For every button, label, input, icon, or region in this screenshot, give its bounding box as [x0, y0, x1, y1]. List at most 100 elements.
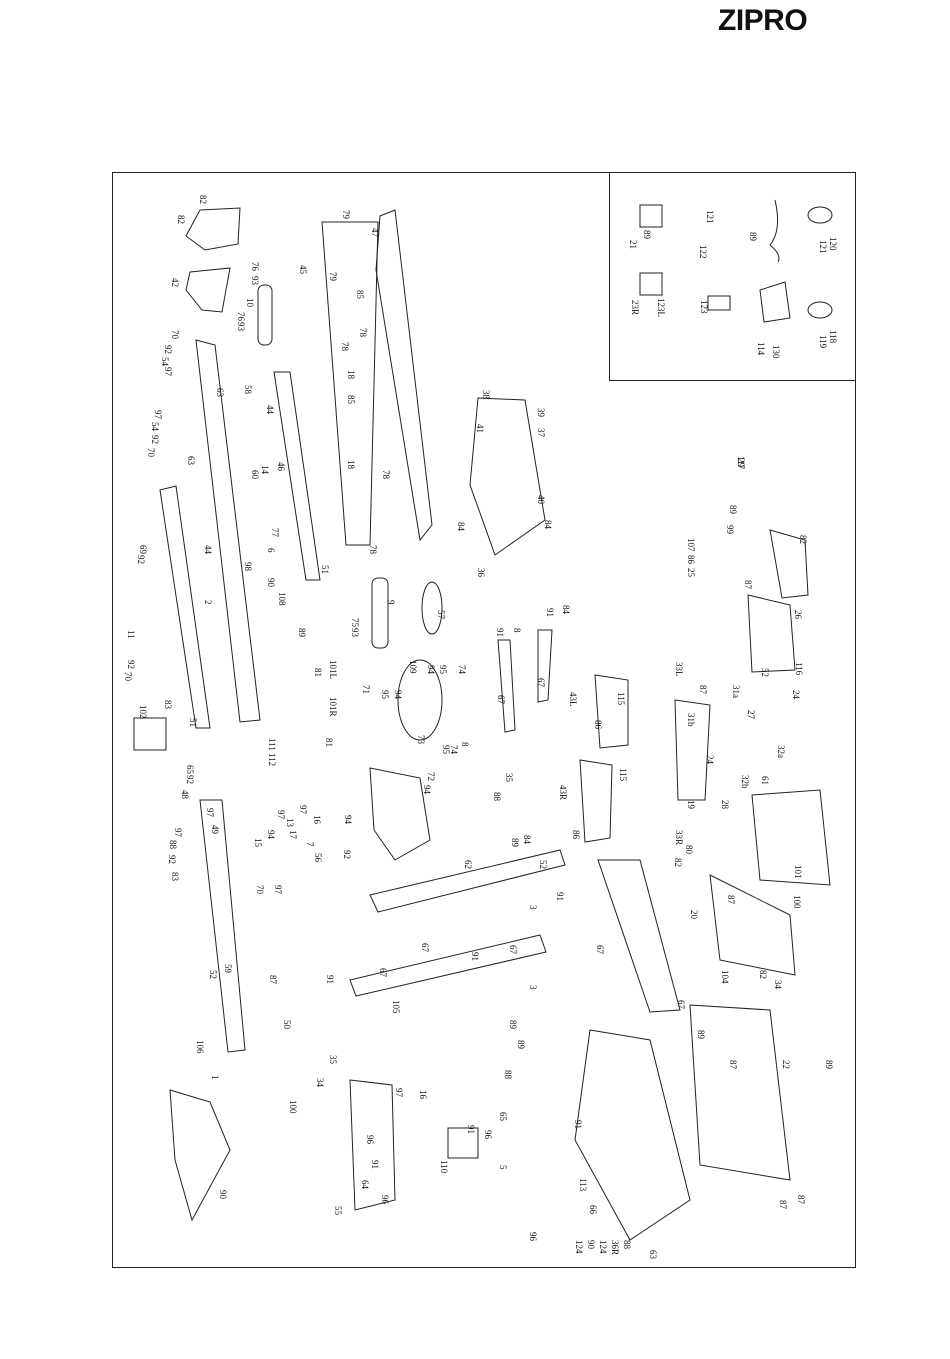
- part-number-label: 51: [188, 718, 198, 727]
- part-number-label: 32b: [740, 775, 750, 789]
- part-number-label: 95: [438, 665, 448, 675]
- part-shape: [747, 594, 796, 673]
- part-number-label: 102: [138, 705, 148, 719]
- part-number-label: 78: [340, 342, 350, 352]
- part-number-label: 3: [528, 985, 538, 990]
- part-number-label: 67: [676, 1000, 686, 1010]
- part-number-label: 50: [282, 1020, 292, 1030]
- part-shape: [349, 1079, 396, 1211]
- part-number-label: 35: [328, 1055, 338, 1065]
- part-number-label: 91: [325, 975, 335, 984]
- part-number-label: 104: [720, 970, 730, 984]
- part-number-label: 121: [818, 240, 828, 254]
- part-number-label: 23R: [630, 300, 640, 315]
- part-number-label: 101L: [328, 660, 338, 679]
- part-number-label: 48: [180, 790, 190, 800]
- part-number-label: 88: [503, 1070, 513, 1080]
- part-number-label: 82: [673, 858, 683, 867]
- part-number-label: 112: [267, 753, 277, 766]
- part-number-label: 74: [449, 745, 459, 755]
- part-number-label: 83: [170, 872, 180, 882]
- part-number-label: 87: [726, 895, 736, 905]
- part-number-label: 82: [176, 215, 186, 224]
- part-number-label: 97: [394, 1088, 404, 1098]
- part-number-label: 82: [798, 535, 808, 544]
- part-number-label: 63: [215, 388, 225, 398]
- part-number-label: 81: [313, 668, 323, 677]
- part-number-label: 35: [504, 773, 514, 783]
- part-number-label: 40: [536, 495, 546, 505]
- part-number-label: 34: [315, 1078, 325, 1088]
- part-number-label: 79: [328, 272, 338, 282]
- part-shape: [447, 1127, 479, 1159]
- part-number-label: 110: [439, 1160, 449, 1174]
- part-shape: [169, 1089, 231, 1222]
- part-number-label: 18: [346, 460, 356, 470]
- part-number-label: 95: [380, 690, 390, 700]
- part-number-label: 63: [648, 1250, 658, 1260]
- part-number-label: 13: [285, 818, 295, 828]
- part-number-label: 76: [250, 262, 260, 272]
- part-shape: [273, 371, 321, 581]
- part-shape: [195, 339, 261, 723]
- part-number-label: 41: [475, 424, 485, 433]
- part-number-label: 119: [818, 335, 828, 349]
- part-number-label: 73: [416, 735, 426, 745]
- part-number-label: 70: [255, 885, 265, 895]
- part-shape: [674, 699, 711, 801]
- part-number-label: 2: [203, 600, 213, 605]
- part-number-label: 63: [186, 456, 196, 466]
- part-number-label: 91: [555, 892, 565, 901]
- part-number-label: 79: [341, 210, 351, 220]
- part-number-label: 69: [138, 545, 148, 555]
- part-shape: [469, 397, 546, 556]
- part-number-label: 85: [346, 395, 356, 405]
- part-number-label: 78: [381, 470, 391, 480]
- part-number-label: 36R: [610, 1240, 620, 1255]
- part-number-label: 96: [380, 1195, 390, 1205]
- part-number-label: 65: [185, 765, 195, 775]
- part-number-label: 115: [618, 768, 628, 782]
- part-number-label: 21: [628, 240, 638, 249]
- part-shape: [537, 629, 553, 703]
- part-number-label: 31a: [731, 685, 741, 698]
- part-number-label: 98: [243, 562, 253, 572]
- brand-logo: ZIPRO: [718, 4, 808, 37]
- part-number-label: 105: [391, 1000, 401, 1014]
- part-shape: [751, 789, 831, 886]
- part-number-label: 56: [313, 853, 323, 863]
- part-shape: [769, 529, 809, 599]
- part-number-label: 86: [571, 830, 581, 840]
- part-number-label: 87: [698, 685, 708, 695]
- part-shape: [497, 639, 516, 733]
- part-number-label: 54: [160, 357, 170, 367]
- part-number-label: 124: [574, 1240, 584, 1254]
- part-number-label: 57: [436, 610, 446, 620]
- part-number-label: 67: [595, 945, 605, 955]
- part-number-label: 82: [198, 195, 208, 204]
- part-shape: [371, 577, 389, 649]
- part-number-label: 75: [350, 618, 360, 628]
- part-number-label: 67: [508, 945, 518, 955]
- part-number-label: 55: [333, 1206, 343, 1216]
- part-number-label: 92: [150, 435, 160, 444]
- part-number-label: 33R: [674, 830, 684, 845]
- part-number-label: 32a: [776, 745, 786, 758]
- part-number-label: 90: [266, 578, 276, 588]
- part-number-label: 89: [516, 1040, 526, 1050]
- part-number-label: 49: [210, 825, 220, 835]
- part-number-label: 9: [386, 600, 396, 605]
- part-number-label: 78: [358, 328, 368, 338]
- part-number-label: 93: [250, 276, 260, 286]
- part-number-label: 87: [743, 580, 753, 590]
- part-labels: 8282427693107693709254975863975492706344…: [123, 195, 838, 1260]
- part-number-label: 92: [163, 345, 173, 354]
- part-number-label: 90: [586, 1240, 596, 1250]
- part-number-label: 27: [746, 710, 756, 720]
- part-number-label: 67: [536, 678, 546, 688]
- part-number-label: 97: [153, 410, 163, 420]
- part-number-label: 99: [725, 525, 735, 535]
- part-number-label: 43L: [568, 692, 578, 707]
- part-shape: [133, 717, 167, 751]
